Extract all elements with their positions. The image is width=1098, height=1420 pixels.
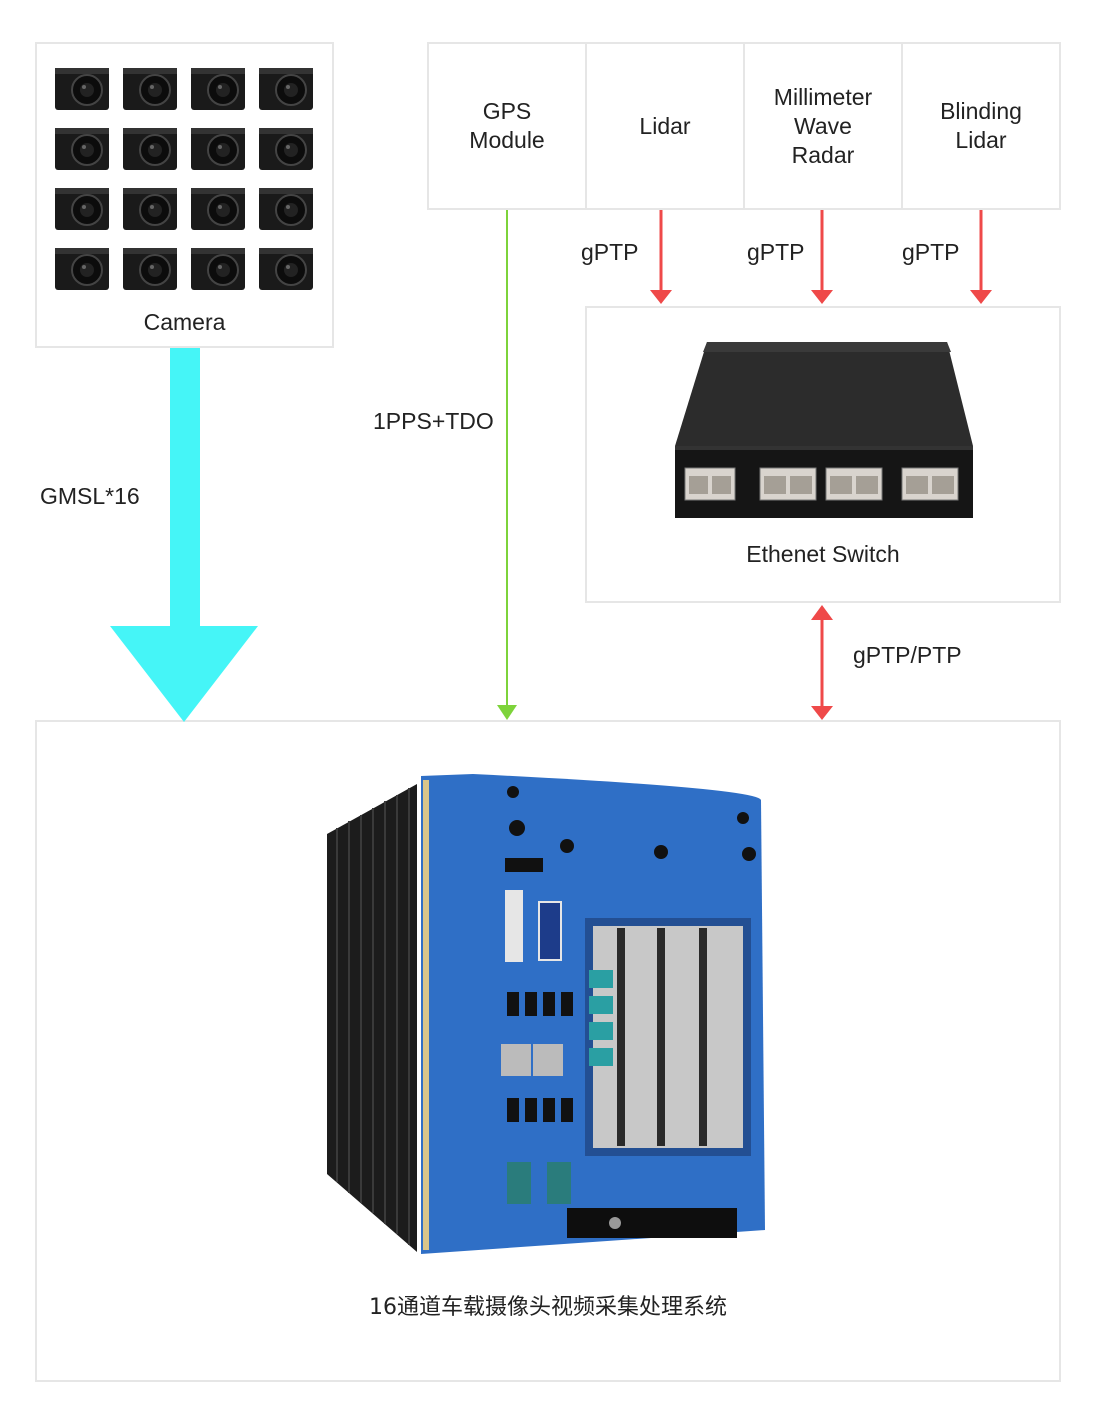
camera-unit bbox=[53, 184, 113, 234]
sensor-blinding-lidar: Blinding Lidar bbox=[903, 44, 1059, 208]
gmsl-arrow-head bbox=[110, 626, 258, 722]
gptp-arrow-1-head bbox=[650, 290, 672, 304]
system-panel: 16通道车载摄像头视频采集处理系统 bbox=[35, 720, 1061, 1382]
sensor-lidar: Lidar bbox=[587, 44, 745, 208]
camera-unit bbox=[53, 124, 113, 174]
camera-unit bbox=[257, 244, 317, 294]
sensor-blinding-label: Blinding Lidar bbox=[940, 98, 1022, 153]
camera-unit bbox=[121, 64, 181, 114]
camera-unit bbox=[189, 184, 249, 234]
camera-unit bbox=[257, 124, 317, 174]
sensor-lidar-label: Lidar bbox=[639, 112, 691, 139]
camera-unit bbox=[257, 64, 317, 114]
camera-label: Camera bbox=[143, 309, 226, 335]
sensor-panel: GPS Module Lidar Millimeter Wave Radar B… bbox=[427, 42, 1061, 210]
gptp-label-3: gPTP bbox=[902, 239, 960, 265]
gptp-ptp-head-up bbox=[811, 605, 833, 620]
camera-grid bbox=[53, 64, 317, 296]
sensor-gps-label: GPS Module bbox=[469, 98, 545, 153]
switch-label: Ethenet Switch bbox=[746, 541, 900, 567]
sensor-mmwave-radar: Millimeter Wave Radar bbox=[745, 44, 903, 208]
camera-unit bbox=[257, 184, 317, 234]
camera-unit bbox=[189, 124, 249, 174]
gmsl-label: GMSL*16 bbox=[40, 483, 140, 509]
ethernet-switch-image bbox=[675, 342, 973, 518]
gmsl-arrow-shaft bbox=[170, 348, 200, 628]
camera-unit bbox=[189, 64, 249, 114]
gptp-arrow-3-head bbox=[970, 290, 992, 304]
system-label: 16通道车载摄像头视频采集处理系统 bbox=[369, 1295, 727, 1320]
gptp-label-2: gPTP bbox=[747, 239, 805, 265]
pps-label: 1PPS+TDO bbox=[373, 408, 494, 434]
camera-unit bbox=[121, 244, 181, 294]
sensor-gps-module: GPS Module bbox=[429, 44, 587, 208]
gptp-ptp-head-down bbox=[811, 706, 833, 720]
switch-panel: Ethenet Switch bbox=[585, 306, 1061, 603]
camera-panel: Camera bbox=[35, 42, 334, 348]
sensor-radar-label: Millimeter Wave Radar bbox=[773, 83, 873, 168]
camera-unit bbox=[189, 244, 249, 294]
camera-unit bbox=[121, 124, 181, 174]
camera-unit bbox=[53, 64, 113, 114]
gptp-label-1: gPTP bbox=[581, 239, 639, 265]
camera-unit bbox=[53, 244, 113, 294]
gptp-arrow-2-head bbox=[811, 290, 833, 304]
pps-arrow-head bbox=[497, 705, 517, 720]
camera-unit bbox=[121, 184, 181, 234]
industrial-pc-image bbox=[327, 774, 765, 1254]
gptp-ptp-label: gPTP/PTP bbox=[853, 642, 962, 668]
